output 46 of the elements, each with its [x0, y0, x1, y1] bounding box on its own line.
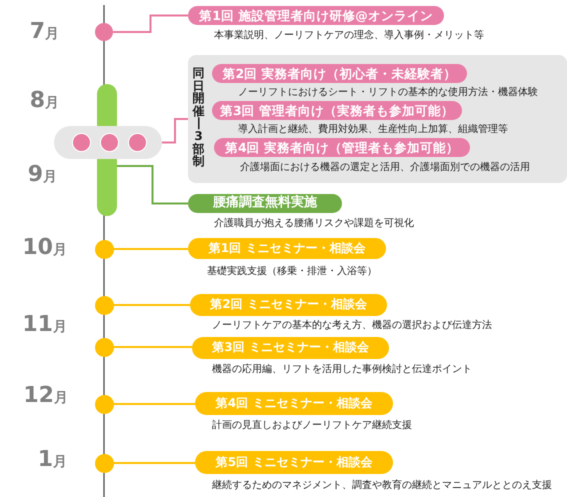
- session-description: ノーリフトにおけるシート・リフトの基本的な使用方法・機器体験: [238, 86, 538, 98]
- month-label: 9月: [28, 163, 57, 187]
- month-label: 7月: [30, 20, 59, 44]
- session-description: 機器の応用編、リフトを活用した事例検討と伝達ポイント: [212, 362, 472, 376]
- session-title-pill: 第3回 管理者向け（実務者も参加可能）: [212, 101, 462, 120]
- session-title-pill: 第2回 実務者向け（初心者・未経験者）: [212, 64, 467, 83]
- month-label: 11月: [22, 313, 67, 337]
- session-title-pill: 第1回 ミニセミナー・相談会: [188, 238, 386, 259]
- timeline-dot-icon: [94, 338, 114, 356]
- session-title-pill: 第5回 ミニセミナー・相談会: [195, 451, 393, 474]
- timeline-dot-icon: [94, 394, 114, 414]
- connector-line: [162, 118, 188, 144]
- session-title-pill: 腰痛調査無料実施: [188, 194, 342, 213]
- connector-line: [114, 403, 195, 405]
- connector-line: [113, 14, 188, 33]
- session-description: 導入計画と継続、費用対効果、生産性向上加算、組織管理等: [238, 123, 508, 136]
- connector-line: [114, 248, 188, 250]
- session-description: 基礎実践支援（移乗・排泄・入浴等）: [207, 265, 378, 278]
- session-description: 計画の見直しおよびノーリフトケア継続支援: [212, 418, 412, 432]
- session-title-pill: 第2回 ミニセミナー・相談会: [190, 294, 387, 316]
- session-description: 継続するためのマネジメント、調査や教育の継続とマニュアルととのえ支援: [212, 478, 552, 492]
- vertical-heading: 同日開催―3部制: [192, 67, 205, 168]
- connector-line: [114, 462, 195, 464]
- timeline-dot-icon: [94, 454, 114, 472]
- connector-line: [117, 165, 188, 204]
- month-label: 1月: [38, 448, 67, 472]
- session-title-pill: 第4回 ミニセミナー・相談会: [195, 392, 393, 415]
- connector-line: [114, 346, 192, 348]
- timeline-dot-icon: [94, 296, 114, 314]
- session-description: 本事業説明、ノーリフトケアの理念、導入事例・メリット等: [214, 29, 484, 42]
- month-label: 12月: [23, 384, 68, 408]
- session-title-pill: 第3回 ミニセミナー・相談会: [192, 337, 389, 359]
- timeline-dot-icon: [72, 133, 90, 152]
- timeline-dot-icon: [128, 133, 146, 152]
- grouped-sessions-panel: [188, 55, 567, 183]
- session-description: 介護職員が抱える腰痛リスクや課題を可視化: [214, 217, 414, 230]
- session-title-pill: 第4回 実務者向け（管理者も参加可能）: [214, 138, 470, 157]
- month-label: 8月: [30, 89, 59, 113]
- month-label: 10月: [22, 236, 67, 260]
- dot-group-band: [54, 126, 162, 159]
- timeline-dot-icon: [95, 23, 113, 41]
- session-description: ノーリフトケアの基本的な考え方、機器の選択および伝達方法: [212, 318, 492, 332]
- session-description: 介護場面における機器の選定と活用、介護場面別での機器の活用: [240, 160, 530, 174]
- session-title-pill: 第1回 施設管理者向け研修@オンライン: [188, 6, 444, 25]
- connector-line: [114, 304, 190, 306]
- timeline-dot-icon: [94, 240, 114, 258]
